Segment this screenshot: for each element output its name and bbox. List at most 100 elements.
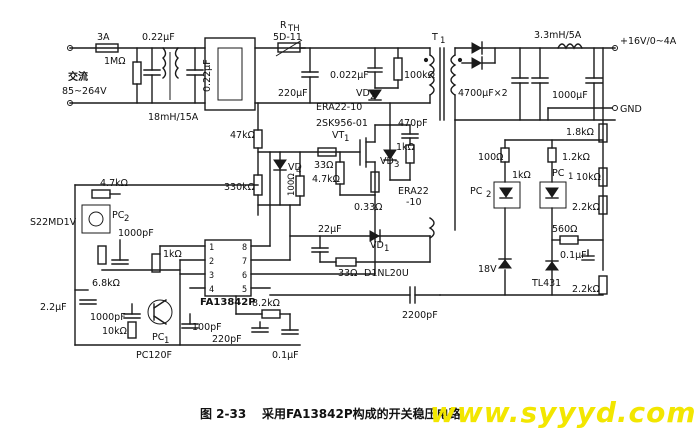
cap-01-ctrl-label: 0.1μF (272, 350, 299, 361)
d1nl-label: D1NL20U (364, 268, 409, 279)
secondary-section: 4700μF×2 3.3mH/5A 1000μF +16V/0~4A GND 1… (439, 30, 677, 296)
pc2-opto-sec (493, 181, 521, 209)
bulk-cap-label: 220μF (278, 88, 308, 99)
cap-x1-label: 0.22μF (142, 32, 175, 43)
ac-range-label: 85~264V (62, 86, 107, 97)
fuse-label: 3A (97, 32, 110, 43)
pc1-pri-sub: 1 (164, 336, 169, 346)
r-18k-label: 1.8kΩ (566, 127, 594, 138)
pc1-opto-pri (147, 299, 173, 325)
r-10k-label: 10kΩ (576, 172, 601, 183)
r-22k-b-label: 2.2kΩ (572, 284, 600, 295)
cap-01-sec-label: 0.1μF (560, 250, 587, 261)
r-33-ctrl-label: 33Ω (338, 268, 357, 279)
t1-sub: 1 (440, 36, 445, 46)
era-b2-label: -10 (406, 197, 422, 208)
t1-name: T (431, 32, 438, 43)
mosfet-vt1 (359, 124, 376, 196)
r-6k8-label: 6.8kΩ (92, 278, 120, 289)
inductor-label: 3.3mH/5A (534, 30, 582, 41)
out-cap-label: 4700μF×2 (458, 88, 508, 99)
r-12k-label: 1.2kΩ (562, 152, 590, 163)
control-section: 1 2 3 4 5 6 7 8 FA13842P 22μF VD 1 (30, 151, 441, 361)
gnd-terminal (612, 105, 618, 111)
thermistor-sub: TH (287, 24, 300, 34)
ic-label: FA13842P (200, 297, 256, 308)
ac-terminal-bottom (67, 100, 73, 106)
thermistor-name: R (280, 20, 287, 31)
out-cap2-label: 1000μF (552, 90, 588, 101)
r-560-label: 560Ω (552, 224, 577, 235)
watermark: www.syyyd.com (430, 396, 697, 429)
r-4k7-ctrl-label: 4.7kΩ (100, 178, 128, 189)
pc1-opto-sec (539, 181, 567, 209)
fuse (95, 43, 119, 53)
cap-1000p-label: 1000pF (118, 228, 154, 239)
pin-1: 1 (209, 243, 214, 253)
ac-terminal-top (67, 45, 73, 51)
pc2-sec-label: PC (470, 186, 483, 197)
cap-x2-label: 0.22μF (202, 59, 213, 92)
gate-r-label: 33Ω (314, 160, 333, 171)
input-section: 3A 0.22μF 1MΩ 交流 85~264V 18mH/15A 0.22μF (62, 32, 256, 123)
pc1-pri-label: PC (152, 332, 165, 343)
cap-22u-label: 22μF (318, 224, 342, 235)
ic-fa13842p (204, 239, 252, 297)
tl431-label: TL431 (531, 278, 561, 289)
vd3-sub: 3 (394, 160, 399, 170)
cap-1000p-b-label: 1000pF (90, 312, 126, 323)
era-a-label: ERA22-10 (316, 102, 362, 113)
primary-section: R TH 5D-11 220μF 0.022μF 100kΩ VD 2 ERA2… (224, 20, 463, 239)
gnd-label: GND (620, 104, 642, 115)
vd1-sub: 1 (384, 244, 389, 254)
bridge-rectifier (204, 37, 256, 111)
pc2-pri-label: PC (112, 210, 125, 221)
cap-220p-label: 220pF (212, 334, 242, 345)
pc1-sec-label: PC (552, 168, 565, 179)
cap-470p-label: 470pF (398, 118, 428, 129)
pc120f-label: PC120F (136, 350, 172, 361)
r-8k2-label: 8.2kΩ (252, 298, 280, 309)
vt1-sub: 1 (344, 134, 349, 144)
pc2-opto-pri (81, 204, 111, 234)
out-label: +16V/0~4A (620, 36, 677, 47)
caption-figure: 图 2-33 (200, 407, 246, 421)
bleed-res-label: 1MΩ (104, 56, 126, 67)
vd1-label: VD (370, 240, 384, 251)
r-10k-ctrl-label: 10kΩ (102, 326, 127, 337)
out-terminal (612, 45, 618, 51)
fet-label: 2SK956-01 (316, 118, 368, 129)
snub-cap-label: 0.022μF (330, 70, 369, 81)
caption: 图 2-33 采用FA13842P构成的开关稳压电路 (200, 406, 462, 421)
pin-8: 8 (242, 243, 247, 253)
r-033-label: 0.33Ω (354, 202, 382, 213)
pc2-sec-sub: 2 (486, 190, 491, 200)
pin-5: 5 (242, 285, 247, 295)
transformer-t1: T 1 (423, 32, 463, 239)
cap-2200p-label: 2200pF (402, 310, 438, 321)
r-100-label: 100Ω (287, 173, 297, 196)
cap-100p-label: 100pF (192, 322, 222, 333)
zener-label: 18V (478, 264, 497, 275)
pc2-pri-sub: 2 (124, 214, 129, 224)
r-1k-sec-label: 1kΩ (512, 170, 531, 181)
s22md1v-label: S22MD1V (30, 217, 77, 228)
pc1-sec-sub: 1 (568, 172, 573, 182)
vd4-label: VD (288, 162, 302, 173)
choke-label: 18mH/15A (148, 112, 199, 123)
r-100-sec-label: 100Ω (478, 152, 503, 163)
vd4-sub: 4 (296, 166, 301, 176)
r-4k7-label: 4.7kΩ (312, 174, 340, 185)
cap-2u2-label: 2.2μF (40, 302, 67, 313)
r-330k-label: 330kΩ (224, 182, 255, 193)
vd2-sub: 2 (370, 92, 375, 102)
r-1k-label: 1kΩ (396, 142, 415, 153)
pin-7: 7 (242, 257, 247, 267)
thermistor-value: 5D-11 (273, 32, 302, 43)
pin-4: 4 (209, 285, 214, 295)
r-47k-label: 47kΩ (230, 130, 255, 141)
ac-label: 交流 (68, 70, 88, 83)
r-1k-ctrl-label: 1kΩ (163, 249, 182, 260)
vd2-label: VD (356, 88, 370, 99)
